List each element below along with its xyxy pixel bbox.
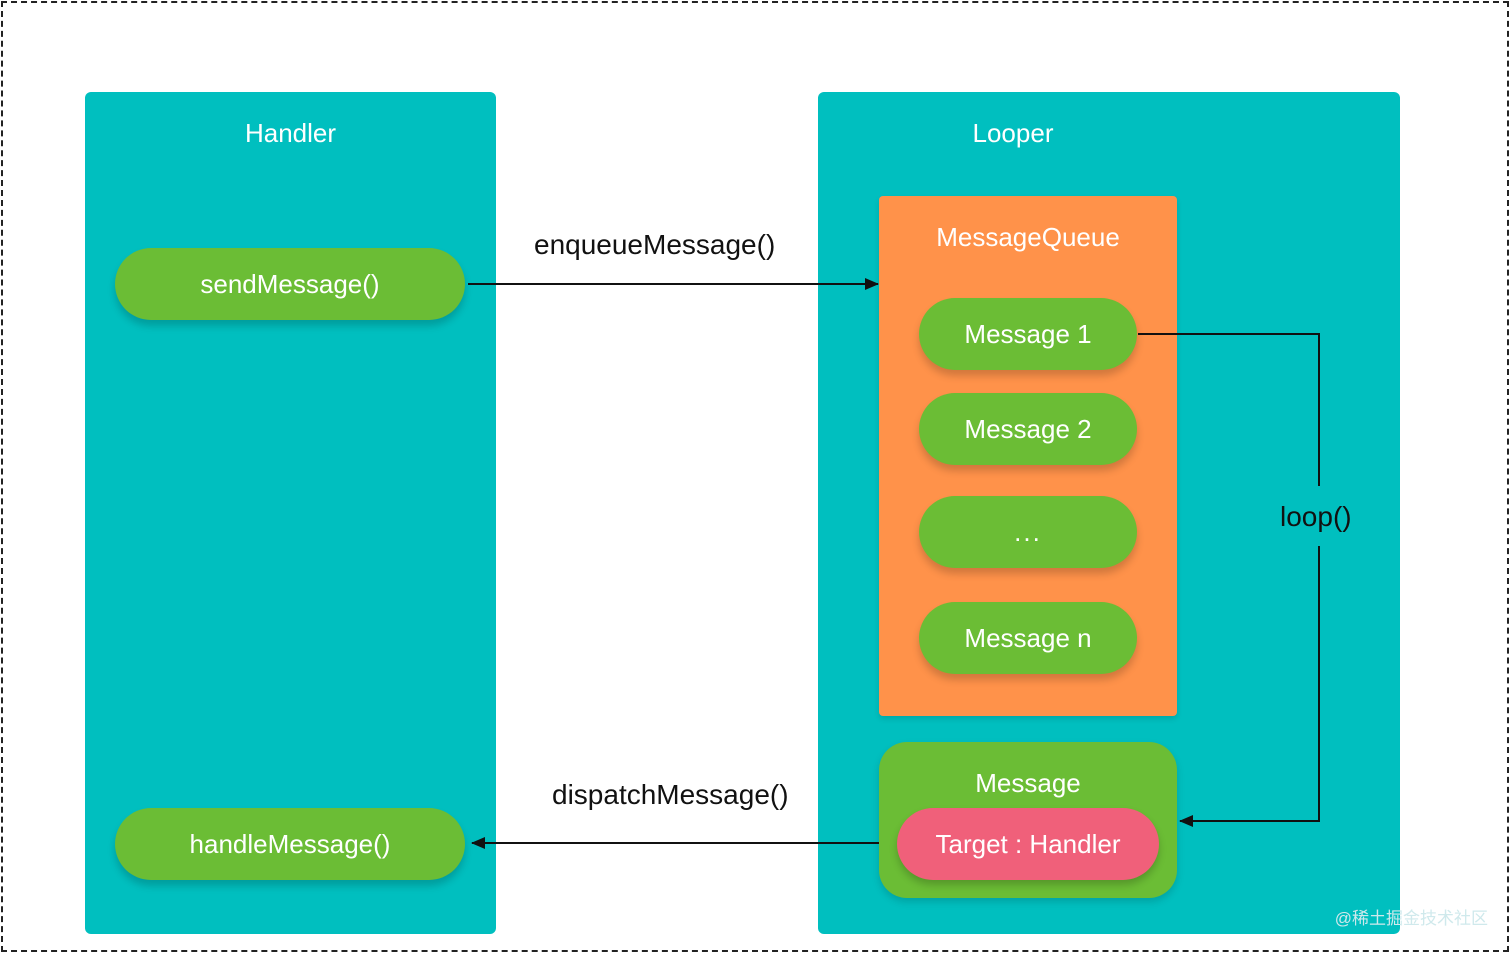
loop-arrow-upper <box>1138 333 1320 486</box>
enqueue-message-label: enqueueMessage() <box>534 229 776 260</box>
loop-arrow-lower <box>1179 546 1320 827</box>
message-queue-title: MessageQueue <box>936 222 1120 252</box>
dispatch-message-label: dispatchMessage() <box>552 779 789 810</box>
loop-label: loop() <box>1280 501 1352 532</box>
queue-item-ellipsis: ... <box>919 496 1137 568</box>
target-handler-node: Target : Handler <box>897 808 1159 880</box>
current-message-title: Message <box>975 768 1081 798</box>
handler-title: Handler <box>244 118 337 148</box>
handler-panel: Handler <box>85 92 496 934</box>
queue-item-message-1: Message 1 <box>919 298 1137 370</box>
queue-item-message-n: Message n <box>919 602 1137 674</box>
watermark: @稀土掘金技术社区 <box>1334 909 1488 928</box>
queue-item-message-2: Message 2 <box>919 393 1137 465</box>
send-message-node: sendMessage() <box>115 248 465 320</box>
handle-message-node: handleMessage() <box>115 808 465 880</box>
looper-title: Looper <box>972 118 1054 148</box>
